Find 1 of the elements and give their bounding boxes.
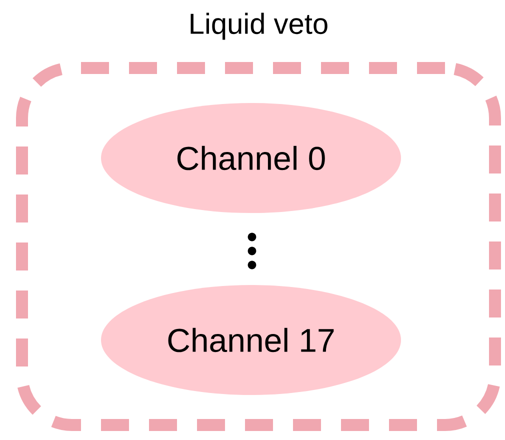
box-title: Liquid veto [190,12,328,40]
